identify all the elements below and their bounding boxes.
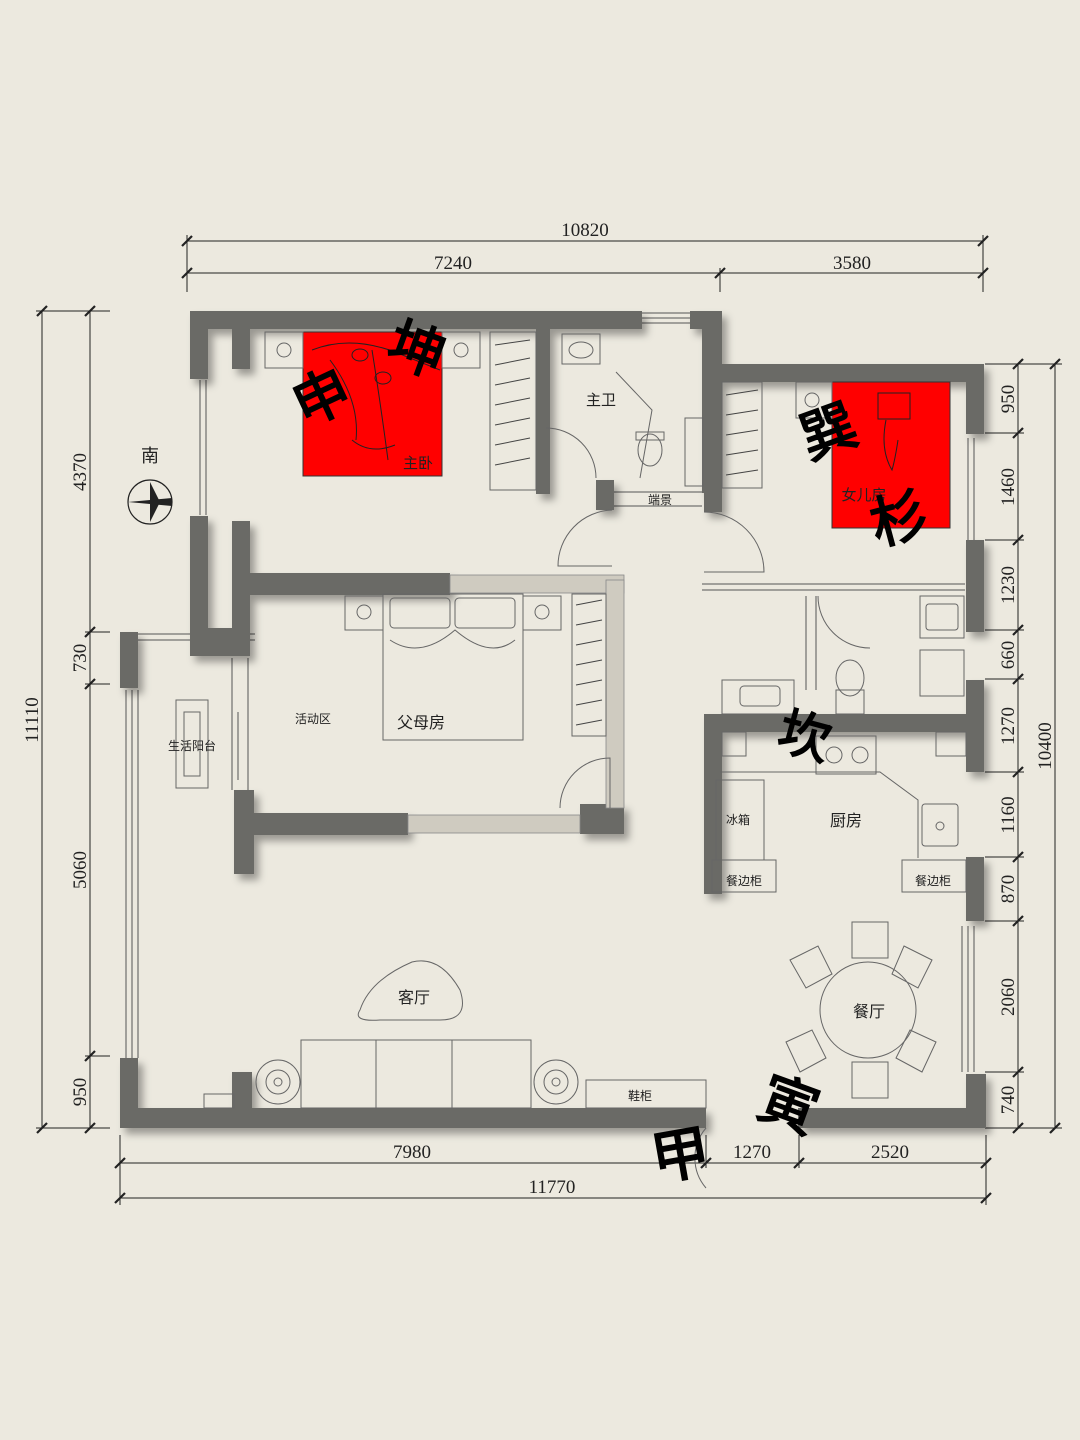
daughter-bed (831, 381, 951, 529)
dim-right-total: 10400 (1035, 722, 1056, 770)
label-utility-balcony: 生活阳台 (168, 738, 216, 753)
dim-right-d: 660 (998, 641, 1019, 670)
label-sideboard-right: 餐边柜 (915, 873, 951, 888)
dim-left-b: 730 (70, 644, 91, 673)
dim-left-c: 5060 (70, 851, 91, 889)
dim-right-i: 740 (998, 1086, 1019, 1115)
dim-top-total: 10820 (561, 220, 609, 241)
dim-bottom-b: 1270 (733, 1142, 771, 1163)
wall-light-parts (407, 574, 625, 834)
annotation-yin: 寅 (750, 1063, 828, 1147)
dim-right-a: 950 (998, 385, 1019, 414)
dim-left-total: 11110 (22, 697, 43, 742)
label-kitchen: 厨房 (830, 811, 862, 830)
annotation-kan: 坎 (772, 702, 838, 773)
walls (120, 311, 986, 1128)
dim-right-e: 1270 (998, 707, 1019, 745)
thin-walls-windows (120, 312, 975, 1072)
label-sideboard-left: 餐边柜 (726, 873, 762, 888)
dim-right-b: 1460 (998, 468, 1019, 506)
label-fridge: 冰箱 (726, 812, 750, 827)
label-living-room: 客厅 (398, 988, 430, 1007)
master-bed (302, 331, 443, 477)
dimension-lines (36, 235, 1062, 1205)
dim-right-h: 2060 (998, 978, 1019, 1016)
furniture (175, 331, 967, 1189)
dim-left-a: 4370 (70, 453, 91, 491)
annotation-jia: 甲 (646, 1117, 715, 1194)
compass-icon (127, 479, 173, 525)
label-activity-area: 活动区 (295, 712, 331, 726)
dim-top-left: 7240 (434, 253, 472, 274)
dim-top-right: 3580 (833, 253, 871, 274)
dim-bottom-total: 11770 (529, 1177, 576, 1198)
label-dining-room: 餐厅 (853, 1002, 885, 1021)
dim-right-c: 1230 (998, 566, 1019, 604)
label-master-bedroom: 主卧 (403, 454, 433, 472)
compass-label: 南 (141, 446, 159, 467)
dim-left-d: 950 (70, 1078, 91, 1107)
dim-right-g: 870 (998, 875, 1019, 904)
label-parents-room: 父母房 (397, 713, 445, 732)
dim-bottom-c: 2520 (871, 1142, 909, 1163)
dim-right-f: 1160 (998, 796, 1019, 833)
label-master-bath: 主卫 (586, 391, 616, 409)
dim-bottom-a: 7980 (393, 1142, 431, 1163)
label-shoe-cabinet: 鞋柜 (628, 1088, 652, 1103)
label-end-view: 端景 (648, 493, 672, 507)
label-daughter-room: 女儿房 (841, 486, 886, 504)
